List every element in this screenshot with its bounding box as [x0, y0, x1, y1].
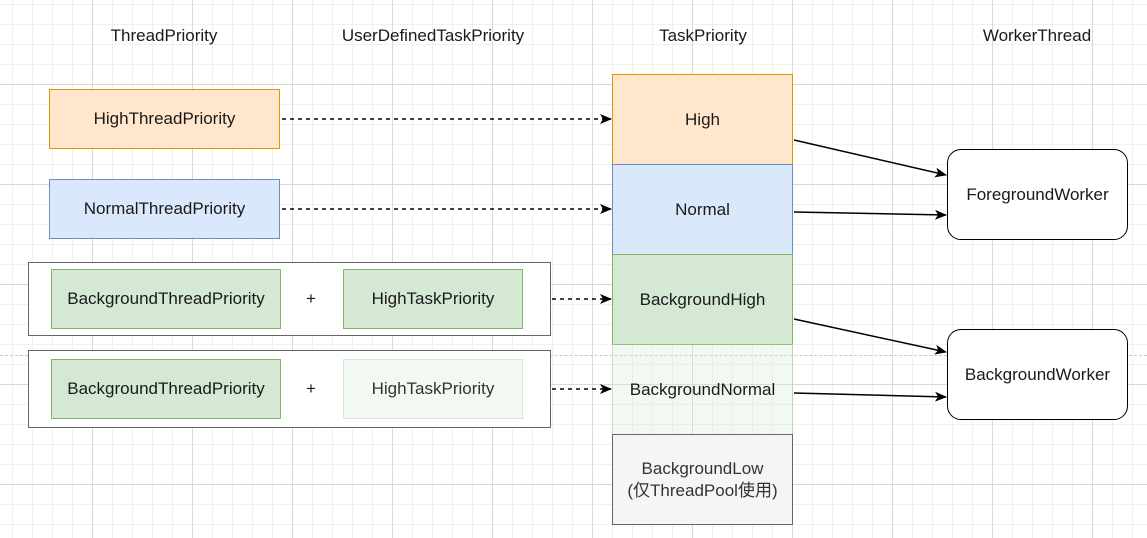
- header-user-defined-task-priority: UserDefinedTaskPriority: [341, 26, 525, 45]
- row3-high-task-priority-box[interactable]: HighTaskPriority: [343, 269, 523, 329]
- background-worker-box[interactable]: BackgroundWorker: [947, 329, 1128, 420]
- high-thread-priority-box[interactable]: HighThreadPriority: [49, 89, 280, 149]
- arrow-normal-to-foreground-worker: [793, 209, 947, 220]
- row4-background-thread-priority-label: BackgroundThreadPriority: [67, 379, 265, 398]
- row3-background-thread-priority-box[interactable]: BackgroundThreadPriority: [51, 269, 281, 329]
- task-priority-normal-label: Normal: [675, 199, 730, 219]
- normal-thread-priority-label: NormalThreadPriority: [83, 199, 246, 218]
- row3-plus-sign: +: [306, 289, 316, 308]
- arrow-high-to-foreground-worker: [793, 139, 947, 178]
- row4-high-task-priority-label: HighTaskPriority: [371, 379, 495, 398]
- task-priority-background-normal-box[interactable]: BackgroundNormal: [612, 344, 793, 435]
- row4-high-task-priority-box[interactable]: HighTaskPriority: [343, 359, 523, 419]
- row4-plus-sign: +: [306, 379, 316, 398]
- arrow-background-normal-to-background-worker: [793, 391, 947, 402]
- task-priority-normal-box[interactable]: Normal: [612, 164, 793, 255]
- header-task-priority: TaskPriority: [659, 26, 747, 45]
- task-priority-background-normal-label: BackgroundNormal: [629, 379, 776, 399]
- high-thread-priority-label: HighThreadPriority: [93, 109, 236, 128]
- task-priority-background-high-label: BackgroundHigh: [639, 289, 766, 309]
- task-priority-background-high-box[interactable]: BackgroundHigh: [612, 254, 793, 345]
- header-worker-thread: WorkerThread: [982, 26, 1092, 45]
- dashed-separator-line: [0, 355, 1147, 356]
- background-worker-label: BackgroundWorker: [964, 364, 1111, 384]
- task-priority-background-low-box[interactable]: BackgroundLow (仅ThreadPool使用): [612, 434, 793, 525]
- normal-thread-priority-box[interactable]: NormalThreadPriority: [49, 179, 280, 239]
- task-priority-background-low-note: (仅ThreadPool使用): [627, 480, 778, 500]
- task-priority-high-box[interactable]: High: [612, 74, 793, 165]
- foreground-worker-label: ForegroundWorker: [966, 184, 1109, 204]
- header-thread-priority: ThreadPriority: [110, 26, 218, 45]
- task-priority-high-label: High: [685, 109, 720, 129]
- task-priority-background-low-label: BackgroundLow: [641, 458, 764, 478]
- foreground-worker-box[interactable]: ForegroundWorker: [947, 149, 1128, 240]
- row3-background-thread-priority-label: BackgroundThreadPriority: [67, 289, 265, 308]
- arrow-background-high-to-background-worker: [793, 318, 947, 355]
- row4-background-thread-priority-box[interactable]: BackgroundThreadPriority: [51, 359, 281, 419]
- row3-high-task-priority-label: HighTaskPriority: [371, 289, 495, 308]
